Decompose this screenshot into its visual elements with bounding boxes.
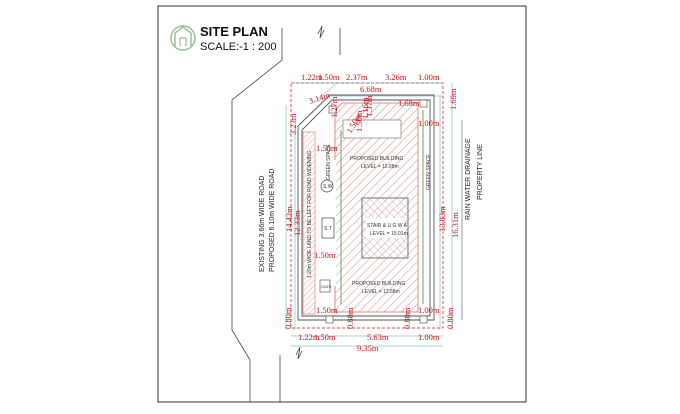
dim-diag-314: 3.14m [308,90,332,106]
label-stair-level: LEVEL = 15.01m [370,231,408,237]
dim-bottom-122: 1.22m [298,332,320,342]
dim-left-1443: 14.43m [284,206,294,232]
dim-b-080-right: 0.80m [445,307,455,329]
dim-top-150: 1.50m [318,72,340,82]
dim-168: 1.68m [398,98,420,108]
dim-mid-150: 1.50m [316,143,338,153]
dim-bottom-150: 1.50m [314,332,336,342]
label-road-widening: 1.20m WIDE LAND TO BE LEFT FOR ROAD WIDE… [307,150,313,278]
dim-right-100: 1.00m [418,118,440,128]
dim-left-323: 3.23m [288,113,298,135]
label-stair: STAIR & U G W A [367,223,408,229]
dim-mid-150b: 1.50m [314,250,336,260]
label-st: S.T [324,226,332,232]
dim-top-122: 1.22m [301,72,323,82]
label-rain-water: RAIN WATER DRAINAGE [465,138,472,220]
label-road-proposed: PROPOSED 6.10m WIDE ROAD [269,169,276,272]
dim-top-237: 2.37m [346,72,368,82]
dim-right-1631: 16.31m [450,212,460,238]
dimension-lines [285,82,453,347]
dim-top-668: 6.68m [360,84,382,94]
label-proposed-building-bottom: PROPOSED BUILDING [352,281,405,287]
break-mark-icon [295,346,303,360]
label-proposed-building-top: PROPOSED BUILDING [350,156,403,162]
road-widening-strip [302,131,316,315]
gate-box [319,279,331,293]
dim-137: 1.37m [364,95,374,117]
label-gate: GATE [321,284,332,289]
dim-left-1233: 12.33m [292,210,302,236]
open-court [342,119,402,139]
dim-b-080-left: 0.80m [283,307,293,329]
sheet-border [157,5,527,403]
break-mark-icon [317,25,325,39]
site-boundary [297,94,435,321]
label-property-line: PROPERTY LINE [477,144,484,200]
dim-150b: 1.50m [354,110,364,132]
sw-symbol [320,179,334,193]
label-green-space-right: GREEN SPACE [426,154,432,190]
dim-b-080-b: 0.80m [402,307,412,329]
label-level-top: LEVEL = 12.68m [361,164,399,170]
dim-top-326: 3.26m [385,72,407,82]
label-green-space-left: GREEN SPACE [326,144,332,180]
logo-mark-icon [170,25,196,51]
plan-scale: SCALE:-1 : 200 [200,41,277,53]
dim-top-100: 1.00m [418,72,440,82]
label-sw: S.W [323,184,333,190]
dim-b-080-a: 0.80m [345,307,355,329]
dim-bottom-100: 1.00m [418,332,440,342]
dim-b-150: 1.50m [316,305,338,315]
st-box [321,217,335,239]
dim-127: 1.27m [329,96,339,118]
dim-right-169: 1.69m [448,88,458,110]
stair-label-bg [366,218,404,238]
plan-title: SITE PLAN [200,24,268,39]
dim-bottom-935: 9.35m [357,343,379,353]
road-outline [231,25,341,402]
dim-bottom-563: 5.63m [367,332,389,342]
label-road-existing: EXISTING 3.66m WIDE ROAD [259,176,266,272]
dim-right-1383: 13.83m [437,206,447,232]
column-markers [325,99,428,324]
dim-b-100: 1.00m [418,305,440,315]
dim-116: 1.16m [360,97,370,119]
label-level-bottom: LEVEL = 12.68m [362,289,400,295]
